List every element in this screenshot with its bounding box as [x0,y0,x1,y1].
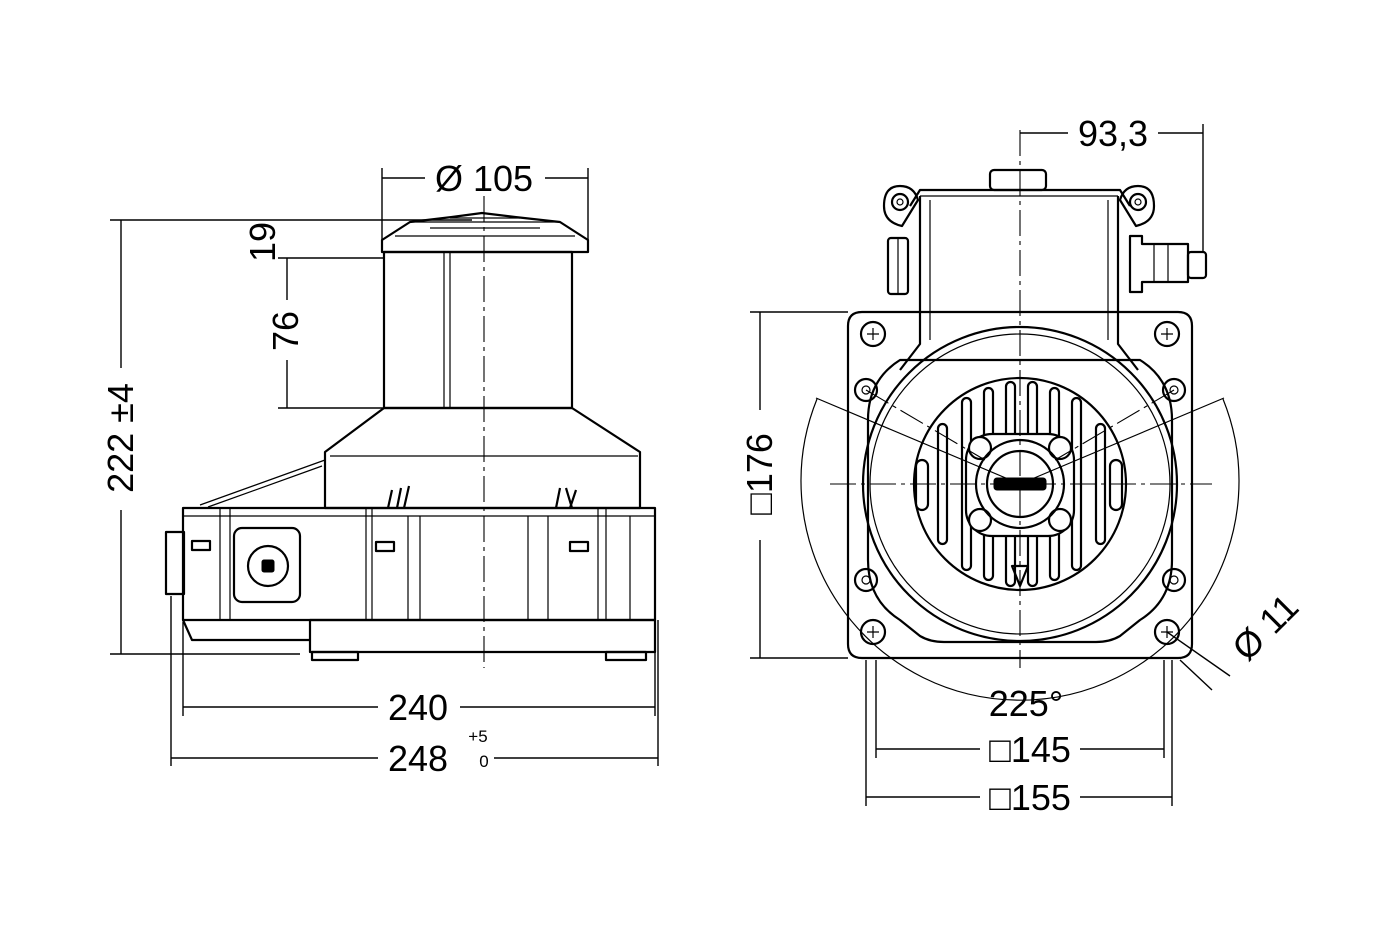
dim-240: 240 [388,687,448,728]
dim-248: 248 [388,738,448,779]
bolt-bottom-left [859,618,887,646]
base-plate [308,618,657,654]
cable-gland [1128,234,1190,294]
dim-diameter-11: Ø 11 [1224,586,1306,668]
dim-19: 19 [242,222,283,262]
dim-square-145: □145 [989,729,1071,770]
dim-222: 222 ±4 [100,383,141,493]
drum [382,250,574,410]
dim-76: 76 [265,311,306,351]
side-dimensions [110,168,659,766]
cable-nut [246,544,290,588]
bolt-top-left [859,320,887,348]
dim-angle-225: 225° [989,683,1063,724]
mounting-plate [846,310,1194,660]
motor-box [181,506,657,622]
connector-housing [232,526,302,604]
side-view [164,196,657,668]
drum-cap [380,211,590,254]
dim-square-155: □155 [989,777,1071,818]
dim-diameter-105: Ø 105 [435,158,533,199]
tolerance-zero: 0 [479,752,488,771]
front-view [800,130,1240,701]
gear-housing [323,406,642,510]
dim-93-3: 93,3 [1078,113,1148,154]
bolt-top-right [1153,320,1181,348]
dim-square-176: □176 [739,433,780,515]
angle-arc [800,398,1240,701]
tolerance-plus: +5 [468,727,487,746]
front-dimensions [750,124,1231,806]
